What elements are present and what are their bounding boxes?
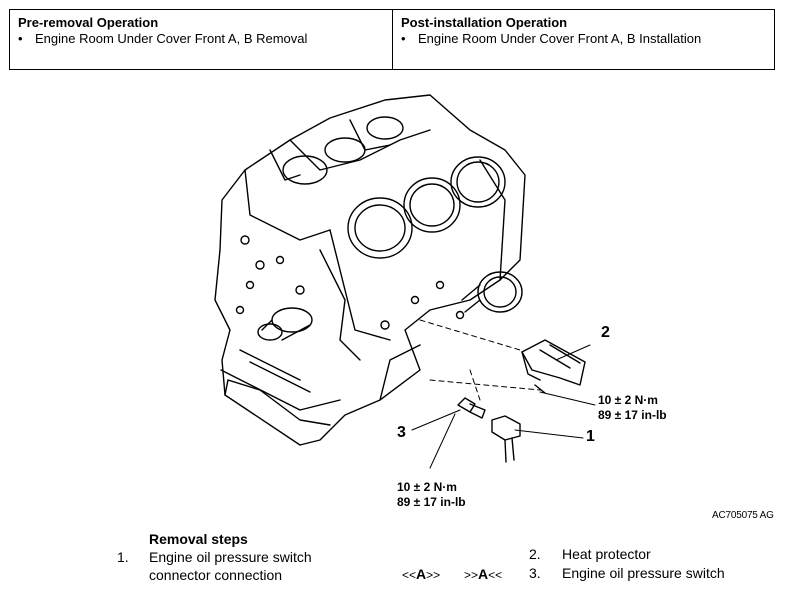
callout-1: 1 — [586, 428, 595, 445]
callout-3: 3 — [397, 424, 406, 441]
marker-a2-post: << — [488, 568, 503, 582]
pre-removal-item: Engine Room Under Cover Front A, B Remov… — [18, 31, 384, 47]
torque-spec-upper: 10 ± 2 N·m 89 ± 17 in-lb — [598, 393, 667, 423]
torque-lower-inlb: 89 ± 17 in-lb — [397, 495, 466, 509]
post-installation-cell: Post-installation Operation Engine Room … — [393, 10, 774, 69]
operations-table: Pre-removal Operation Engine Room Under … — [9, 9, 775, 70]
post-installation-heading: Post-installation Operation — [401, 15, 568, 30]
callout-2: 2 — [601, 324, 610, 341]
marker-a1-post: >> — [426, 568, 441, 582]
step-2-number: 2. — [529, 546, 541, 562]
engine-block-outline — [214, 94, 526, 446]
oil-pressure-switch — [457, 397, 486, 419]
step-1-text-line1: Engine oil pressure switch — [149, 549, 312, 565]
step-2-text: Heat protector — [562, 546, 651, 562]
installation-marker-a2: >>A<< — [464, 566, 502, 582]
crankshaft-end — [257, 307, 313, 341]
figure-code: AC705075 AG — [712, 510, 774, 521]
marker-a2-letter: A — [478, 566, 489, 582]
step-3-number: 3. — [529, 565, 541, 581]
oil-filter — [461, 271, 523, 313]
dashed-guide-lines — [419, 319, 541, 401]
marker-a1-letter: A — [416, 566, 427, 582]
heat-protector — [521, 339, 586, 394]
marker-a2-pre: >> — [464, 568, 479, 582]
switch-connector — [491, 415, 521, 463]
torque-lower-nm: 10 ± 2 N·m — [397, 480, 457, 494]
removal-marker-a1: <<A>> — [402, 566, 440, 582]
marker-a1-pre: << — [402, 568, 417, 582]
post-installation-item: Engine Room Under Cover Front A, B Insta… — [401, 31, 766, 47]
step-3-text: Engine oil pressure switch — [562, 565, 725, 581]
pre-removal-heading: Pre-removal Operation — [18, 15, 159, 30]
step-1-text-line2: connector connection — [149, 567, 283, 583]
torque-upper-inlb: 89 ± 17 in-lb — [598, 408, 667, 422]
cylinder-bores — [282, 116, 506, 259]
pre-removal-cell: Pre-removal Operation Engine Room Under … — [10, 10, 393, 69]
removal-steps-title: Removal steps — [149, 531, 248, 547]
torque-spec-lower: 10 ± 2 N·m 89 ± 17 in-lb — [397, 480, 466, 510]
step-1-number: 1. — [117, 549, 129, 565]
block-details — [235, 235, 465, 393]
torque-upper-nm: 10 ± 2 N·m — [598, 393, 658, 407]
leader-lines — [411, 344, 596, 469]
